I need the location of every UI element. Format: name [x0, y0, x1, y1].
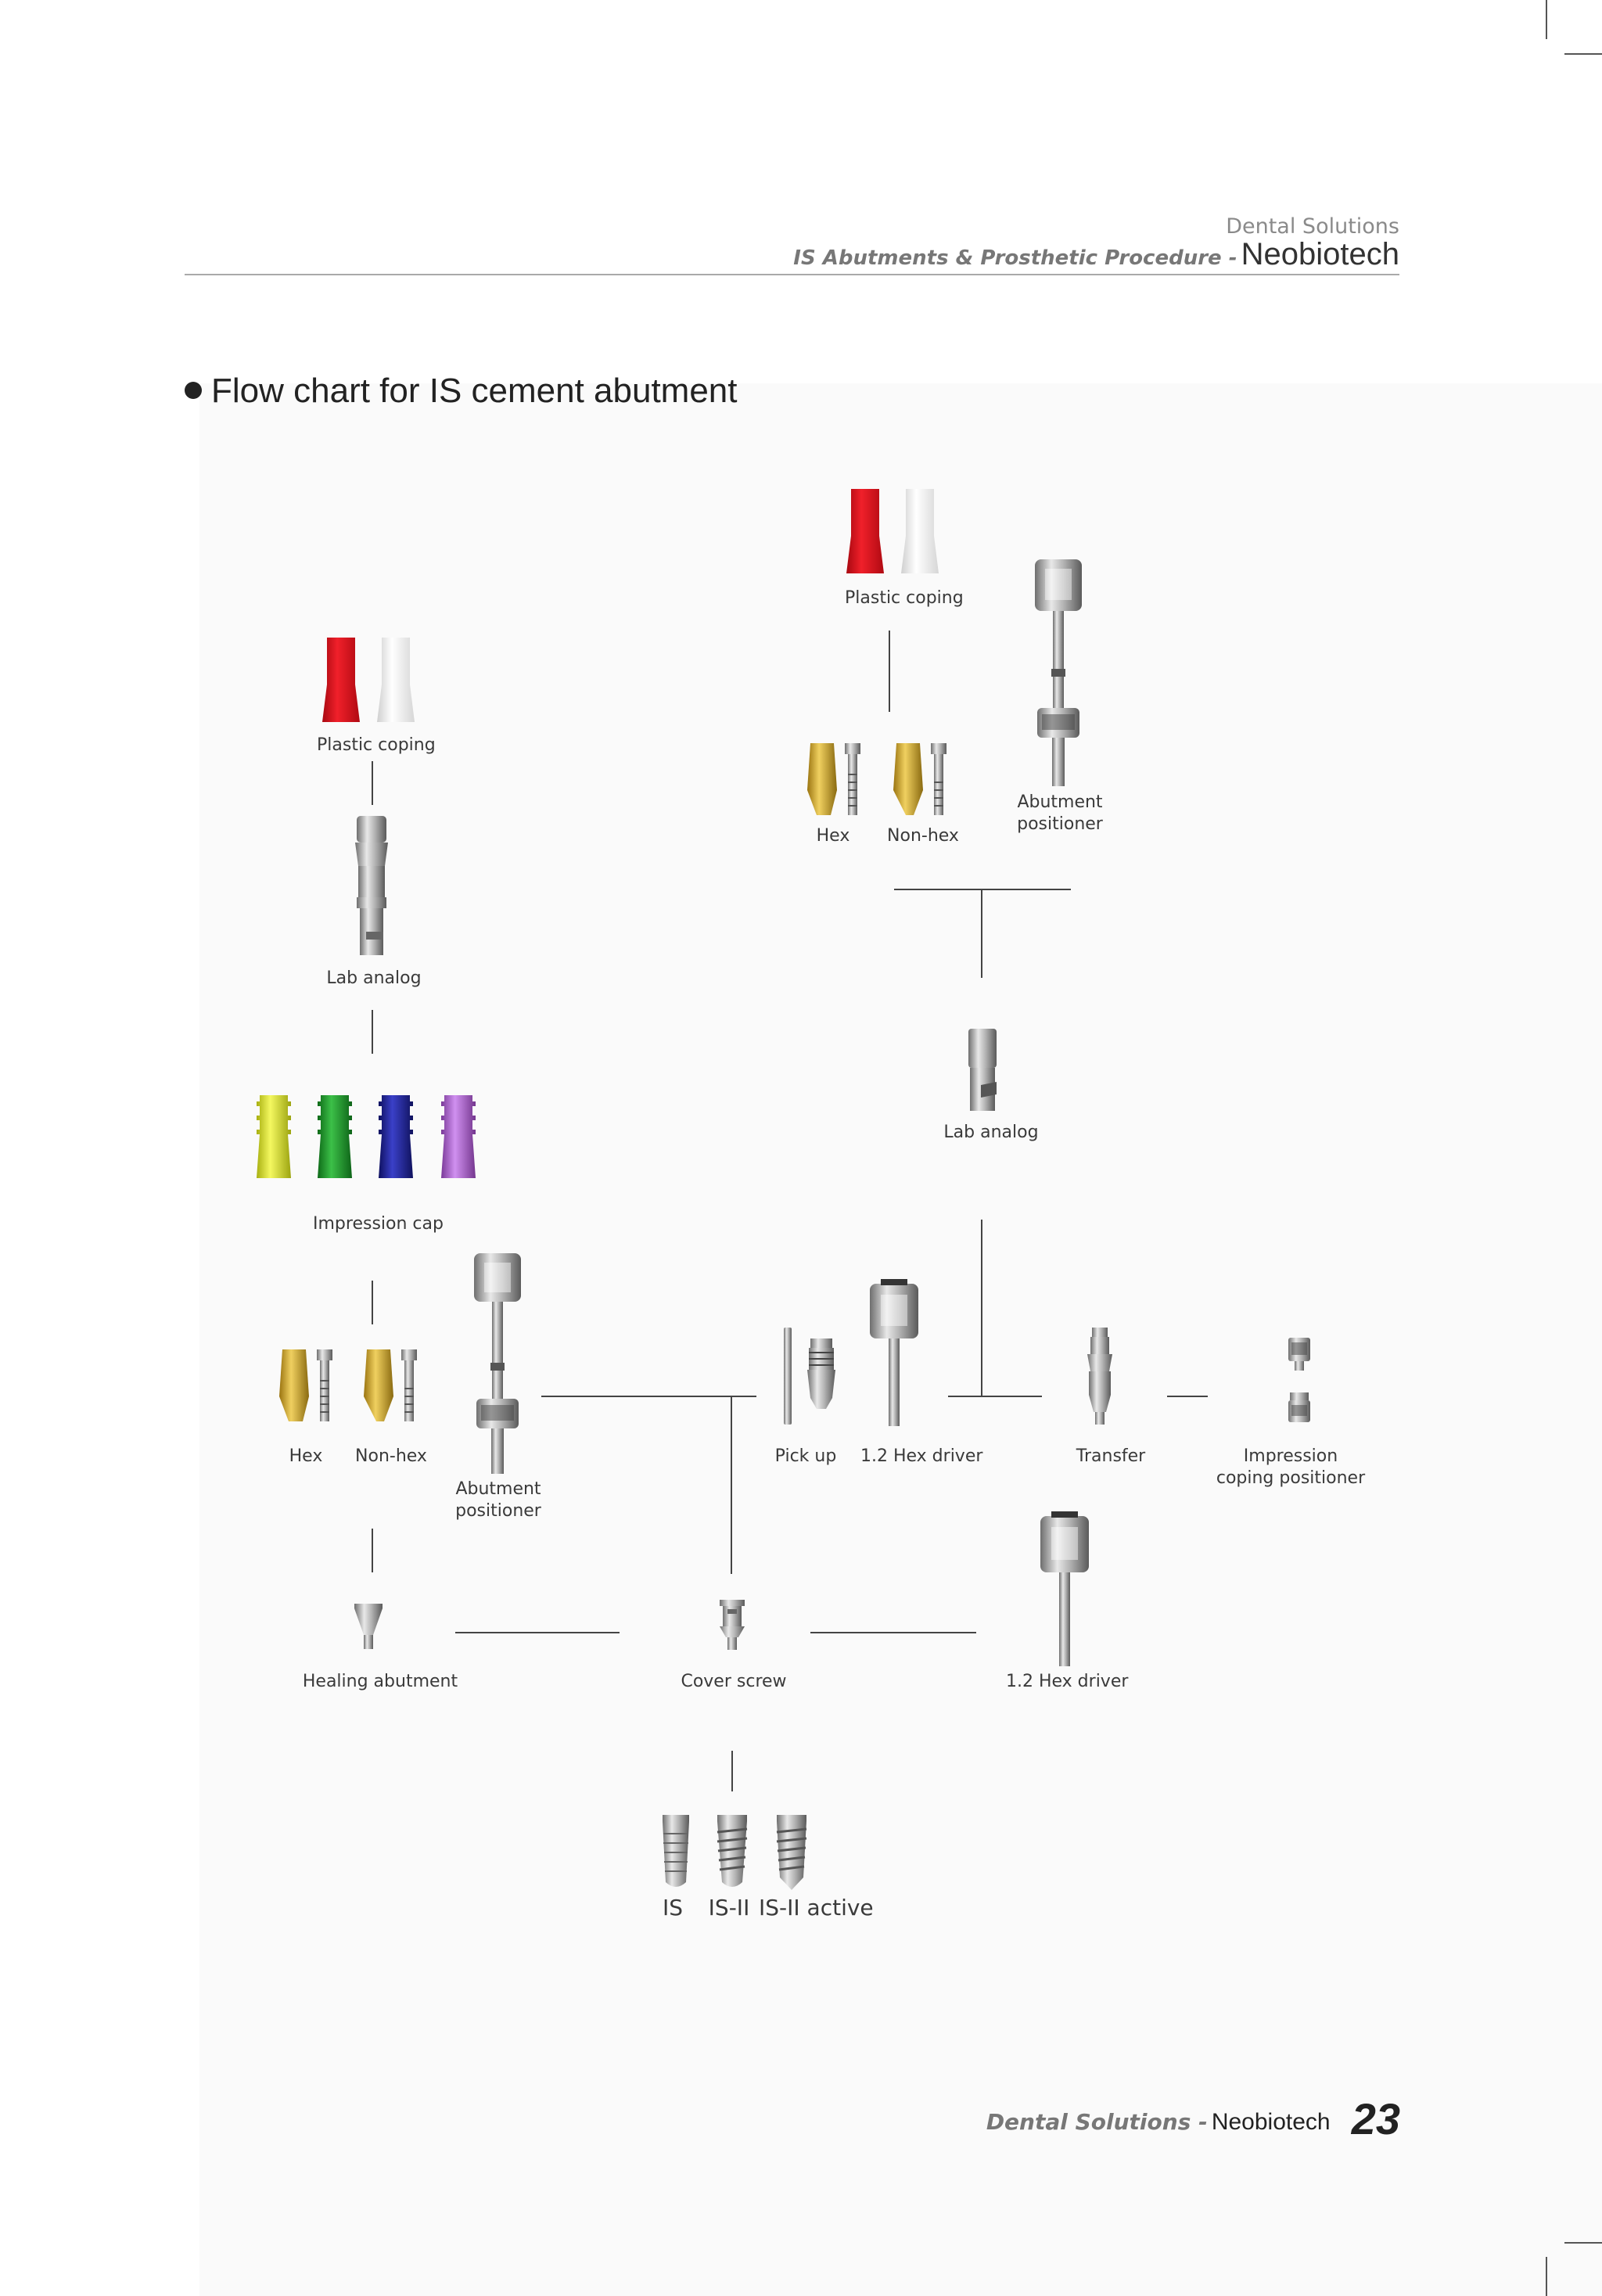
hex-driver-bottom-image	[1040, 1511, 1089, 1666]
plastic-coping-left-image	[322, 638, 415, 722]
page-number: 23	[1351, 2094, 1400, 2143]
plastic-coping-left-label: Plastic coping	[317, 735, 436, 755]
header-section: IS Abutments & Prosthetic Procedure -	[793, 246, 1237, 270]
connector-line	[541, 1396, 756, 1397]
impression-coping-positioner-label: Impression coping positioner	[1216, 1446, 1366, 1488]
footer-section: Dental Solutions -	[986, 2109, 1208, 2135]
connector-line	[889, 631, 890, 712]
crop-mark	[1546, 0, 1547, 39]
lab-analog-left-image	[355, 816, 388, 955]
nonhex-top-label: Non-hex	[887, 826, 959, 846]
connector-line	[731, 1396, 732, 1574]
connector-line	[372, 1010, 373, 1054]
hex-driver-mid-label: 1.2 Hex driver	[860, 1446, 983, 1466]
cover-screw-label: Cover screw	[681, 1672, 787, 1691]
abutment-positioner-top-label: Abutment positioner	[1017, 792, 1103, 834]
pick-up-label: Pick up	[774, 1446, 837, 1466]
connector-line	[372, 761, 373, 805]
pick-up-image	[784, 1328, 835, 1425]
footer-brand: Neobiotech	[1211, 2109, 1331, 2135]
abutment-positioner-left-image	[474, 1253, 521, 1474]
header-subtitle: Dental Solutions	[1226, 214, 1399, 239]
plastic-coping-top-image	[846, 489, 939, 573]
footer: Dental Solutions - Neobiotech 23	[986, 2089, 1400, 2143]
abutment-positioner-top-image	[1035, 559, 1082, 786]
header-line: IS Abutments & Prosthetic Procedure - Ne…	[793, 237, 1399, 272]
connector-line	[731, 1751, 733, 1791]
connector-line	[981, 889, 982, 978]
implant-is-label: IS	[662, 1895, 684, 1921]
connector-line	[948, 1396, 1042, 1397]
plastic-coping-top-label: Plastic coping	[845, 588, 964, 608]
impression-cap-image	[257, 1095, 476, 1178]
implant-is2-label: IS-II	[708, 1895, 750, 1921]
hex-driver-bottom-label: 1.2 Hex driver	[1006, 1672, 1129, 1691]
nonhex-abutment-top-image	[893, 743, 946, 815]
lab-analog-right-image	[968, 1029, 997, 1111]
hex-abutment-left-image	[279, 1349, 332, 1421]
healing-abutment-image	[354, 1604, 383, 1649]
impression-coping-positioner-image	[1288, 1338, 1310, 1422]
connector-line	[455, 1632, 620, 1633]
page-title-text: Flow chart for IS cement abutment	[211, 372, 738, 410]
crop-mark	[1564, 2242, 1602, 2244]
connector-line	[372, 1281, 373, 1324]
bullet-icon	[185, 382, 202, 400]
transfer-label: Transfer	[1076, 1446, 1146, 1466]
nonhex-abutment-left-image	[364, 1349, 417, 1421]
hex-abutment-top-image	[807, 743, 860, 815]
implant-is2-active-label: IS-II active	[759, 1895, 874, 1921]
connector-line	[981, 1220, 982, 1396]
lab-analog-left-label: Lab analog	[326, 968, 422, 988]
crop-mark	[1546, 2257, 1547, 2296]
impression-cap-label: Impression cap	[313, 1214, 444, 1234]
hex-driver-mid-image	[870, 1279, 918, 1426]
header-brand: Neobiotech	[1241, 237, 1399, 271]
lab-analog-right-label: Lab analog	[943, 1123, 1039, 1142]
implants-image	[663, 1815, 807, 1890]
cover-screw-image	[720, 1600, 745, 1650]
crop-mark	[1564, 53, 1602, 55]
hex-left-label: Hex	[289, 1446, 323, 1466]
hex-top-label: Hex	[816, 826, 850, 846]
connector-line	[810, 1632, 976, 1633]
connector-line	[894, 889, 1071, 890]
healing-abutment-label: Healing abutment	[302, 1672, 458, 1691]
page-title: Flow chart for IS cement abutment	[185, 372, 738, 411]
transfer-image	[1087, 1328, 1112, 1425]
connector-line	[1167, 1396, 1208, 1397]
connector-line	[372, 1529, 373, 1572]
diagram-background	[199, 383, 1602, 2296]
abutment-positioner-left-label: Abutment positioner	[455, 1479, 541, 1521]
header-rule	[185, 274, 1399, 275]
nonhex-left-label: Non-hex	[355, 1446, 427, 1466]
